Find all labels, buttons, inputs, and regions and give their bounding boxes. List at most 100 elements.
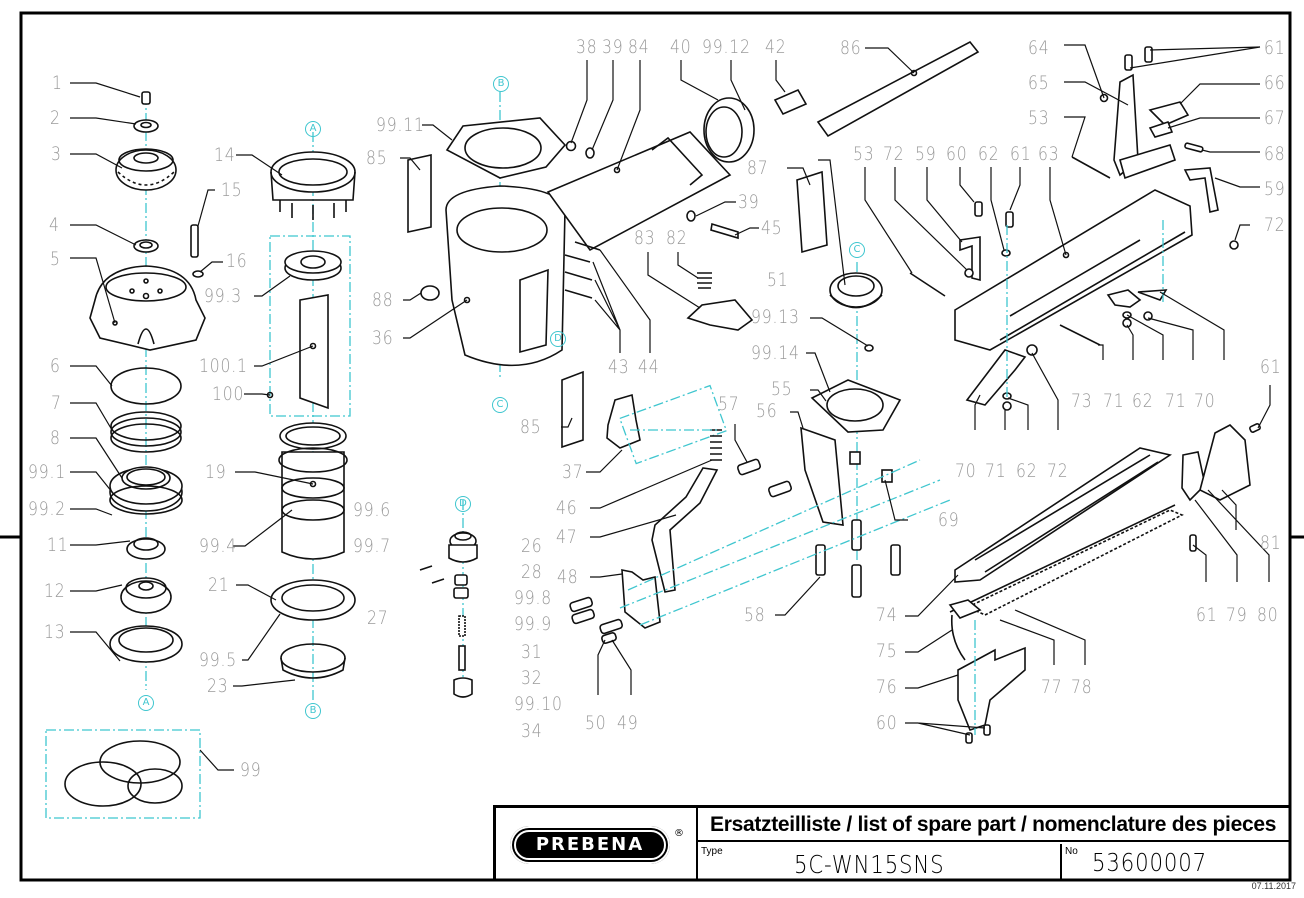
callout-19: 19 [205, 461, 227, 483]
ref-marker-c-housing: C [492, 397, 508, 413]
callout-8: 8 [50, 427, 61, 449]
callout-38: 38 [576, 36, 598, 58]
callout-49: 49 [617, 712, 639, 734]
callout-56: 56 [756, 400, 778, 422]
callout-99-6: 99.6 [353, 499, 391, 521]
type-value: 5C-WN15SNS [794, 850, 945, 879]
callout-68: 68 [1264, 143, 1286, 165]
callout-67: 67 [1264, 107, 1286, 129]
callout-84: 84 [628, 36, 650, 58]
ref-marker-d-valve: D [455, 496, 471, 512]
callout-15: 15 [221, 179, 243, 201]
callout-99-14: 99.14 [751, 342, 800, 364]
callout-100: 100 [212, 383, 245, 405]
callout-71-c: 71 [985, 460, 1007, 482]
callout-61-right: 61 [1260, 356, 1282, 378]
brand-logo: PREBENA [510, 826, 670, 864]
callout-99-2: 99.2 [28, 498, 66, 520]
callout-85-bottom: 85 [520, 416, 542, 438]
callout-99-12: 99.12 [702, 36, 751, 58]
callout-59-left: 59 [915, 143, 937, 165]
callout-37: 37 [562, 461, 584, 483]
callout-63: 63 [1038, 143, 1060, 165]
callout-34: 34 [521, 720, 543, 742]
housing-parts [407, 40, 980, 465]
callout-32: 32 [521, 667, 543, 689]
trigger-parts [569, 262, 951, 644]
brand-name: PREBENA [514, 830, 666, 860]
callout-62-a: 62 [1132, 390, 1154, 412]
callout-61-bottom: 61 [1196, 604, 1218, 626]
callout-74: 74 [876, 604, 898, 626]
callout-46: 46 [556, 497, 578, 519]
callout-23: 23 [207, 675, 229, 697]
callout-27: 27 [367, 607, 389, 629]
left-column-parts [45, 91, 206, 819]
callout-75: 75 [876, 640, 898, 662]
callout-39-top: 39 [602, 36, 624, 58]
callout-99-9: 99.9 [514, 613, 552, 635]
ref-marker-d-housing: D [550, 331, 566, 347]
leader-lines [70, 44, 1271, 771]
callout-62-b: 62 [1016, 460, 1038, 482]
callout-64: 64 [1028, 37, 1050, 59]
callout-61-mid: 61 [1010, 143, 1032, 165]
callout-51: 51 [767, 269, 789, 291]
callout-5: 5 [50, 248, 61, 270]
callout-59-right: 59 [1264, 178, 1286, 200]
callout-99-1: 99.1 [28, 461, 66, 483]
logo-cell: PREBENA ® [496, 808, 698, 880]
type-caption: Type [701, 846, 723, 857]
title-block: PREBENA ® Ersatzteilliste / list of spar… [493, 805, 1290, 880]
callout-99-13: 99.13 [751, 306, 800, 328]
callout-70-a: 70 [1194, 390, 1216, 412]
callout-66: 66 [1264, 72, 1286, 94]
callout-39-mid: 39 [738, 191, 760, 213]
callout-82: 82 [666, 227, 688, 249]
callout-71-a: 71 [1103, 390, 1125, 412]
callout-55: 55 [771, 378, 793, 400]
callout-42: 42 [765, 36, 787, 58]
callout-4: 4 [49, 214, 60, 236]
callout-71-b: 71 [1165, 390, 1187, 412]
ref-marker-c-trigger: C [849, 242, 865, 258]
callout-57: 57 [718, 393, 740, 415]
callout-100-1: 100.1 [199, 355, 248, 377]
callout-40: 40 [670, 36, 692, 58]
callout-76: 76 [876, 676, 898, 698]
callout-99-8: 99.8 [514, 587, 552, 609]
callout-99-3: 99.3 [204, 285, 242, 307]
cylinder-parts [190, 132, 356, 700]
registered-mark: ® [674, 828, 684, 839]
callout-77: 77 [1041, 676, 1063, 698]
callout-72-right: 72 [1264, 214, 1286, 236]
callout-99-4: 99.4 [199, 535, 237, 557]
callout-81: 81 [1260, 532, 1282, 554]
callout-13: 13 [44, 621, 66, 643]
drawing-frame [19, 11, 1292, 882]
callout-44: 44 [638, 356, 660, 378]
callout-21: 21 [208, 574, 230, 596]
ref-marker-b-top: B [493, 76, 509, 92]
callout-53-upper: 53 [1028, 107, 1050, 129]
callout-69: 69 [938, 509, 960, 531]
callout-99: 99 [240, 759, 262, 781]
callout-11: 11 [47, 534, 69, 556]
callout-86: 86 [840, 37, 862, 59]
callout-85-top: 85 [366, 147, 388, 169]
callout-50: 50 [585, 712, 607, 734]
callout-99-7: 99.7 [353, 535, 391, 557]
type-cell: Type 5C-WN15SNS [698, 844, 1062, 880]
callout-48: 48 [557, 566, 579, 588]
ref-marker-a-bottom: A [138, 695, 154, 711]
valve-parts [419, 500, 478, 698]
number-caption: No [1065, 846, 1078, 857]
callout-72-lower: 72 [1047, 460, 1069, 482]
callout-70-b: 70 [955, 460, 977, 482]
callout-99-11: 99.11 [376, 114, 425, 136]
callout-60-bottom: 60 [876, 712, 898, 734]
callout-28: 28 [521, 561, 543, 583]
callout-14: 14 [214, 144, 236, 166]
callout-80: 80 [1257, 604, 1279, 626]
